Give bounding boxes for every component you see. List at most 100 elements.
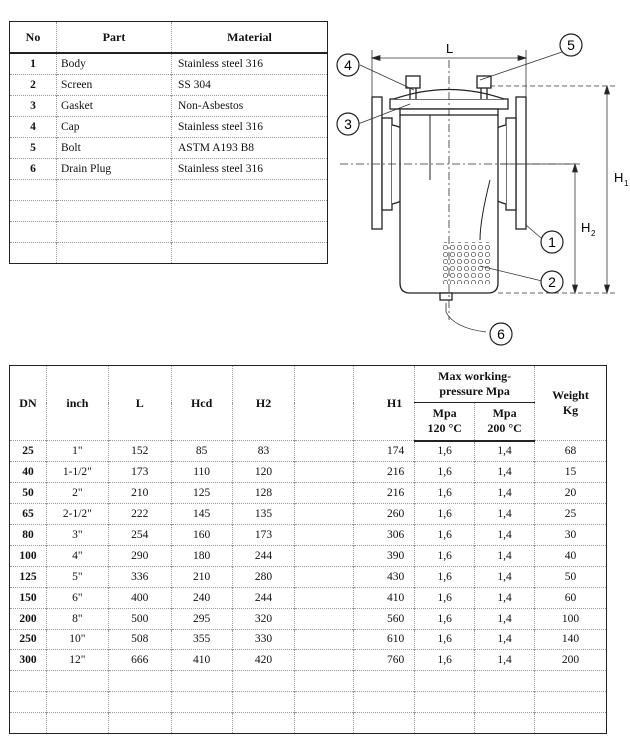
dims-cell-l: 254 [108, 524, 172, 546]
dims-cell-h2: 244 [232, 586, 296, 609]
dims-empty-row [9, 670, 607, 692]
dims-cell-h1: 390 [353, 544, 416, 567]
dims-header-hcd: Hcd [171, 365, 233, 441]
dims-cell-h1: 306 [353, 524, 416, 546]
dims-cell-dn: 300 [9, 649, 47, 671]
dims-header-pressure-group: Max working- pressure Mpa [414, 365, 536, 403]
dims-header-mpa120: Mpa 120 °C [414, 402, 476, 442]
dims-cell-l: 222 [108, 503, 172, 525]
dims-cell-h2: 135 [232, 503, 296, 525]
dims-cell-l: 152 [108, 439, 172, 462]
dims-cell-dn: 100 [9, 544, 47, 567]
dims-cell-p200: 1,4 [474, 607, 536, 630]
parts-empty-row [9, 179, 328, 201]
dims-cell-weight: 25 [534, 503, 607, 525]
dims-cell-inch: 12" [46, 649, 109, 671]
dims-cell-h1: 410 [353, 586, 416, 609]
dims-cell-p200: 1,4 [474, 524, 536, 546]
dims-cell-l: 290 [108, 544, 172, 567]
dims-cell-p120: 1,6 [414, 607, 476, 630]
dim-label-h2-sub: 2 [591, 229, 596, 238]
dim-label-l: L [446, 41, 453, 56]
dims-cell-hcd: 145 [171, 503, 233, 525]
dims-cell-l: 400 [108, 586, 172, 609]
dims-cell-blank [294, 524, 355, 546]
dims-cell-p200: 1,4 [474, 628, 536, 650]
dims-cell-l: 210 [108, 482, 172, 504]
dims-cell-dn: 25 [9, 439, 47, 462]
dims-cell-blank [294, 439, 355, 462]
parts-cell-no: 4 [9, 116, 57, 138]
mpa120-line2: 120 °C [427, 421, 462, 436]
dims-header-blank [294, 365, 355, 441]
dims-cell-blank [294, 628, 355, 650]
mpa200-line2: 200 °C [487, 421, 522, 436]
dims-cell-blank [294, 544, 355, 567]
dims-cell-h1: 260 [353, 503, 416, 525]
parts-cell-material: Stainless steel 316 [171, 116, 328, 138]
dims-cell-hcd: 110 [171, 461, 233, 483]
callout-circle-6 [489, 322, 513, 346]
dims-cell-l: 508 [108, 628, 172, 650]
dims-cell-weight: 68 [534, 439, 607, 462]
dims-cell-dn: 125 [9, 565, 47, 588]
dim-label-h2: H [581, 220, 590, 235]
parts-empty-row [9, 242, 328, 264]
dimensions-table: DN inch L Hcd H2 H1 Max working- pressur… [9, 365, 607, 734]
dims-cell-hcd: 410 [171, 649, 233, 671]
dims-cell-h1: 174 [353, 439, 416, 462]
dims-cell-p200: 1,4 [474, 565, 536, 588]
dims-cell-weight: 50 [534, 565, 607, 588]
dims-header-dn: DN [9, 365, 47, 441]
callout-label-6: 6 [497, 326, 505, 342]
dims-cell-weight: 20 [534, 482, 607, 504]
parts-cell-material: SS 304 [171, 74, 328, 96]
dims-cell-p200: 1,4 [474, 482, 536, 504]
dims-cell-inch: 4" [46, 544, 109, 567]
dims-cell-h2: 173 [232, 524, 296, 546]
dims-cell-l: 666 [108, 649, 172, 671]
callout-label-5: 5 [567, 37, 575, 53]
dims-cell-h2: 280 [232, 565, 296, 588]
dims-cell-p200: 1,4 [474, 586, 536, 609]
parts-cell-material: Non-Asbestos [171, 95, 328, 117]
dims-cell-weight: 100 [534, 607, 607, 630]
dims-cell-hcd: 160 [171, 524, 233, 546]
dims-cell-h1: 610 [353, 628, 416, 650]
dims-cell-hcd: 355 [171, 628, 233, 650]
parts-cell-material: Stainless steel 316 [171, 52, 328, 75]
callout-circle-4 [336, 53, 360, 77]
dims-cell-dn: 250 [9, 628, 47, 650]
dims-cell-h2: 320 [232, 607, 296, 630]
callout-circle-5 [559, 33, 583, 57]
parts-cell-part: Screen [56, 74, 172, 96]
parts-cell-no: 1 [9, 52, 57, 75]
parts-header-part: Part [56, 21, 172, 54]
dims-header-h1: H1 [353, 365, 416, 441]
dims-cell-p200: 1,4 [474, 439, 536, 462]
weight-line1: Weight [552, 388, 589, 402]
dims-cell-h1: 560 [353, 607, 416, 630]
dims-cell-hcd: 125 [171, 482, 233, 504]
dims-cell-p200: 1,4 [474, 461, 536, 483]
dims-cell-hcd: 85 [171, 439, 233, 462]
dims-cell-inch: 10" [46, 628, 109, 650]
dims-cell-dn: 50 [9, 482, 47, 504]
dims-cell-dn: 200 [9, 607, 47, 630]
dims-header-inch: inch [46, 365, 109, 441]
mpa200-line1: Mpa [492, 406, 517, 421]
dims-header-h2: H2 [232, 365, 296, 441]
dims-cell-l: 336 [108, 565, 172, 588]
dim-label-h1-sub: 1 [624, 179, 629, 188]
parts-cell-material: ASTM A193 B8 [171, 137, 328, 159]
